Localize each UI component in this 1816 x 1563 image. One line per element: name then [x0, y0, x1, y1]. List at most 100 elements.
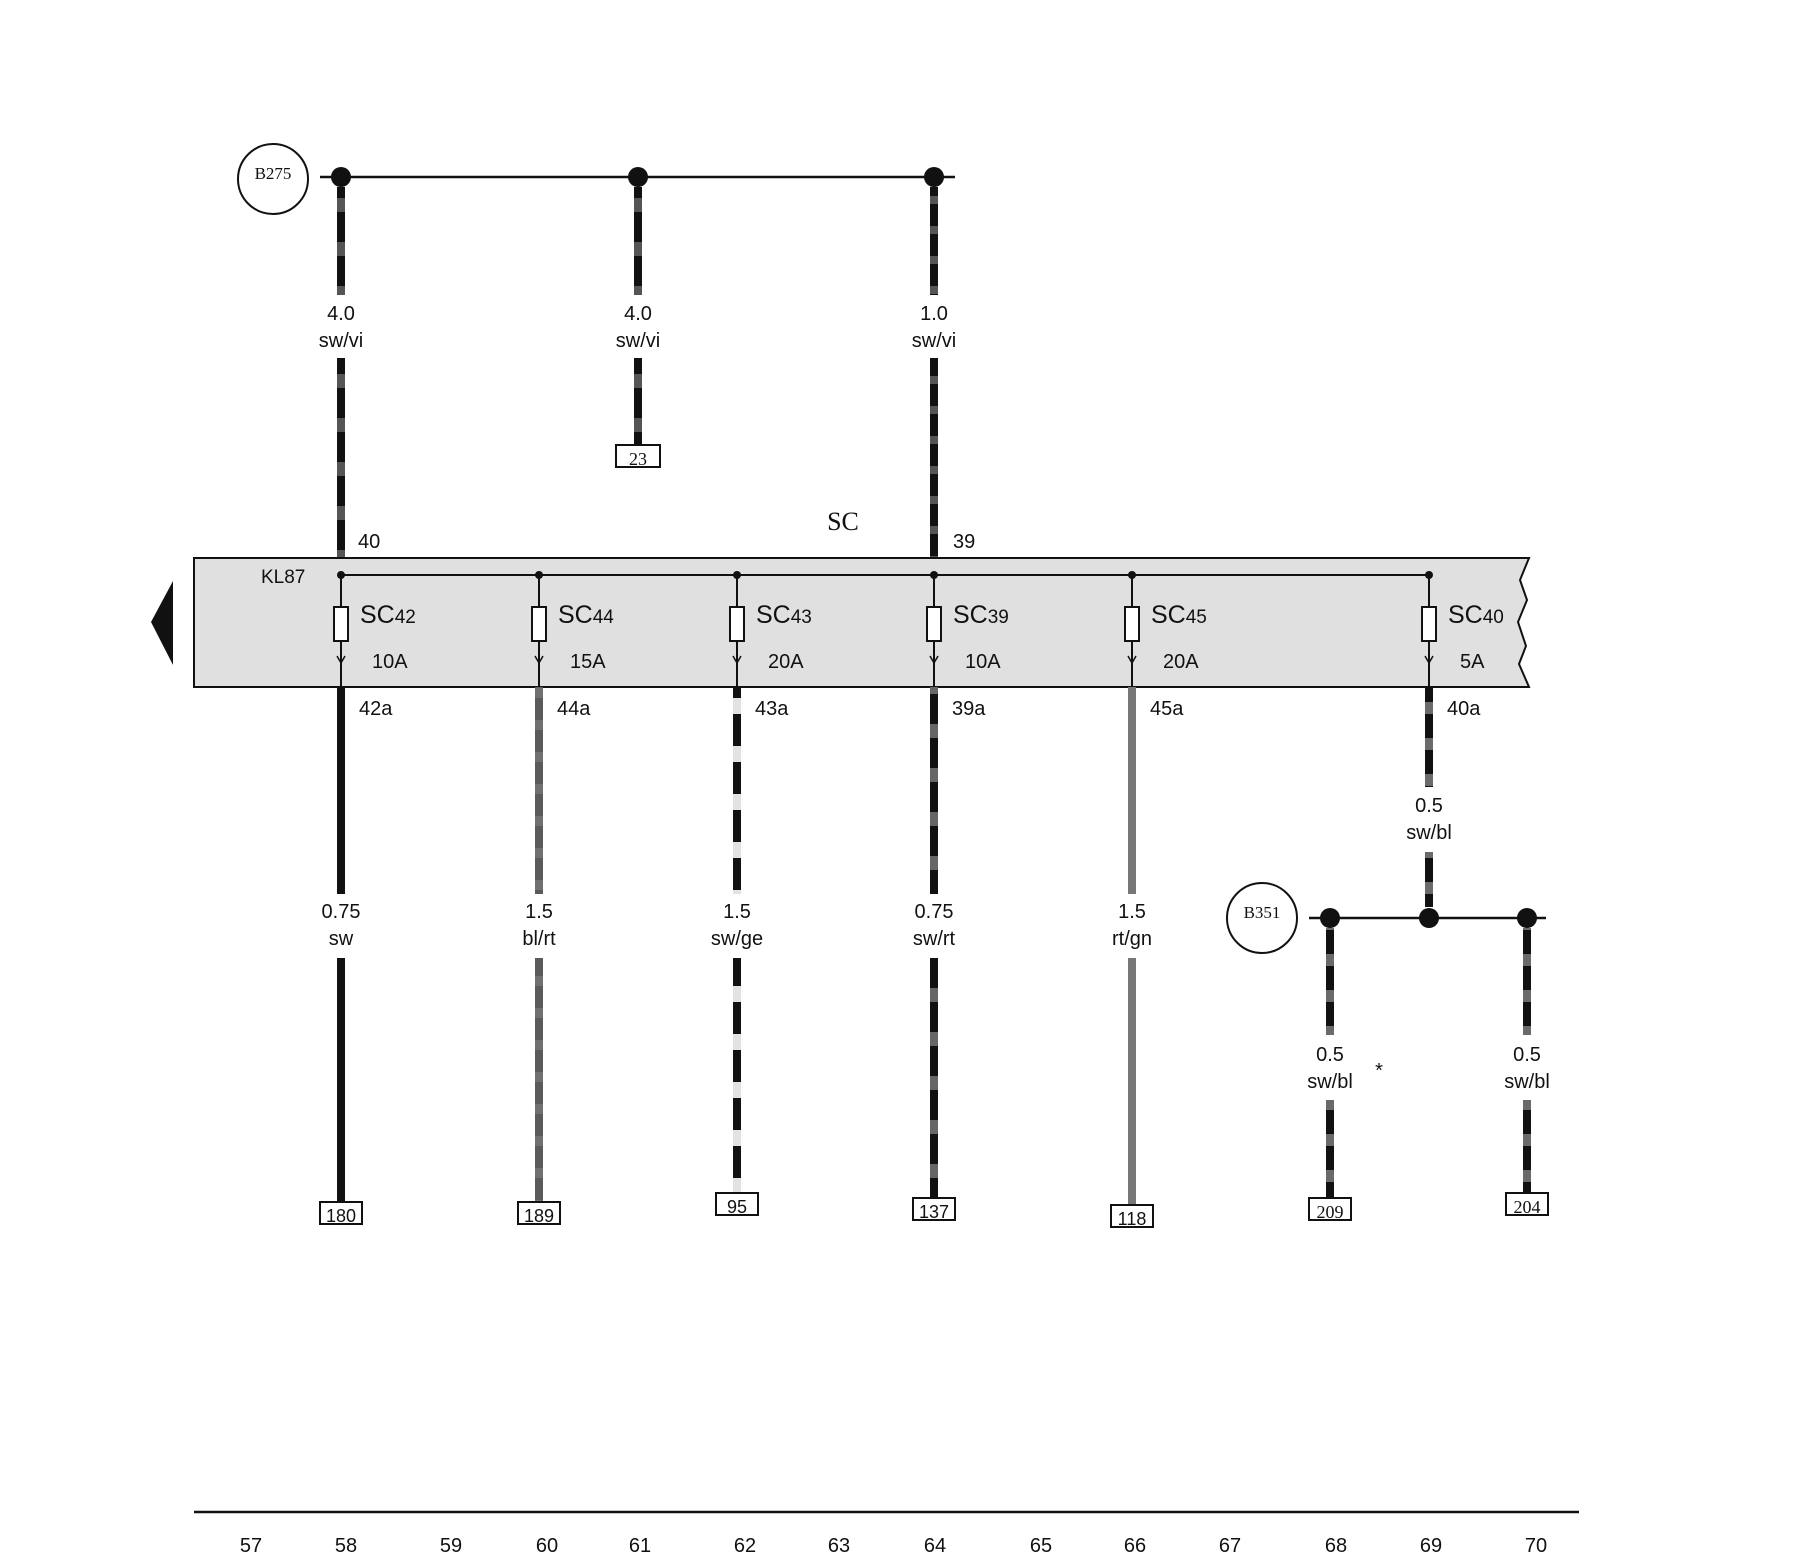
fuse-rating: 10A	[372, 651, 408, 673]
wire-sc40-color: sw/bl	[1406, 822, 1452, 844]
wire-sc40-gauge: 0.5	[1415, 795, 1443, 817]
fuse-rating: 10A	[965, 651, 1001, 673]
fuse-box-title: SC	[827, 507, 859, 536]
top-bus-group: B275 4.0 sw/vi 40 4.0 sw/vi 23 1.0 sw/vi…	[237, 143, 975, 560]
fuse-output-terminal: 39a	[952, 698, 986, 720]
kl87-label: KL87	[261, 567, 305, 588]
b351-connector-circle	[1226, 882, 1298, 954]
wire-top-1-gauge: 4.0	[327, 303, 355, 325]
fuse-rating: 15A	[570, 651, 606, 673]
grid-number: 64	[924, 1535, 946, 1557]
top-bus-node	[331, 167, 351, 187]
fuse-symbol	[531, 606, 547, 642]
wire-top-2-color: sw/vi	[616, 330, 660, 352]
b275-connector-circle	[237, 143, 309, 215]
fuse-rating: 5A	[1460, 651, 1485, 673]
output-wire-gauge: 1.5	[723, 901, 751, 923]
output-wire-gauge: 0.75	[322, 901, 361, 923]
fuse-symbol	[1421, 606, 1437, 642]
fuse-sc39: SC39 10A 39a	[926, 571, 1009, 720]
ref-204: 204	[1514, 1197, 1541, 1217]
ref-number: 189	[524, 1206, 554, 1226]
output-wire-lower	[930, 958, 938, 1198]
fuse-output-terminal: 43a	[755, 698, 789, 720]
output-wire-lower	[337, 958, 345, 1202]
output-wire-upper	[733, 687, 741, 894]
wire-top-1-lower	[337, 358, 345, 560]
output-wire-upper	[535, 687, 543, 894]
fuse-name: SC39	[953, 601, 1009, 629]
fuse-name: SC40	[1448, 601, 1504, 629]
fuse-name: SC45	[1151, 601, 1207, 629]
output-wire-upper	[1128, 687, 1136, 894]
fuse-arrow-icon	[732, 655, 742, 665]
ref-box-204	[1505, 1192, 1549, 1216]
fuse-box-body	[193, 557, 1531, 688]
grid-number: 58	[335, 1535, 357, 1557]
grid-number: 61	[629, 1535, 651, 1557]
wire-top-3-lower	[930, 358, 938, 560]
fuse-sc42: SC42 10A 42a	[333, 571, 416, 720]
ref-box	[1110, 1204, 1154, 1228]
grid-number: 70	[1525, 1535, 1547, 1557]
wire-top-1-upper	[337, 187, 345, 295]
fuse-output-terminal: 45a	[1150, 698, 1184, 720]
ref-box	[912, 1197, 956, 1221]
asterisk-note: *	[1375, 1060, 1383, 1082]
wire-top-2-lower	[634, 358, 642, 444]
fuse-arrow-icon	[1424, 655, 1434, 665]
grid-number: 69	[1420, 1535, 1442, 1557]
ref-box-23	[615, 444, 661, 468]
ref-box	[319, 1201, 363, 1225]
wire-sc40-upper	[1425, 687, 1433, 787]
output-wire-color: bl/rt	[522, 928, 556, 950]
fuse-name: SC42	[360, 601, 416, 629]
wire-b351-left-color: sw/bl	[1307, 1071, 1353, 1093]
fuse-symbol	[1124, 606, 1140, 642]
ref-23: 23	[629, 449, 647, 469]
output-wire-44: 1.5 bl/rt 189	[517, 687, 561, 1226]
grid-number: 63	[828, 1535, 850, 1557]
fuse-output-terminal: 44a	[557, 698, 591, 720]
output-wire-color: rt/gn	[1112, 928, 1152, 950]
wire-top-2-upper	[634, 187, 642, 295]
output-wire-upper	[930, 687, 938, 894]
fuse-arrow-icon	[534, 655, 544, 665]
top-bus-node	[628, 167, 648, 187]
grid-number: 62	[734, 1535, 756, 1557]
lower-bus-node	[1419, 908, 1439, 928]
fuse-symbol	[333, 606, 349, 642]
fuse-output-wires: 0.75sw1801.5bl/rt1891.5sw/ge950.75sw/rt1…	[319, 687, 1154, 1229]
wire-top-3-upper	[930, 187, 938, 295]
grid-number: 65	[1030, 1535, 1052, 1557]
ref-number: 137	[919, 1202, 949, 1222]
fuse-output-terminal: 42a	[359, 698, 393, 720]
lower-bus-node	[1320, 908, 1340, 928]
ref-209: 209	[1317, 1202, 1344, 1222]
fuse-symbol	[729, 606, 745, 642]
fuse-arrow-icon	[1127, 655, 1137, 665]
grid-number: 57	[240, 1535, 262, 1557]
wire-b351-right-gauge: 0.5	[1513, 1044, 1541, 1066]
arrow-left-icon	[151, 581, 173, 665]
wire-top-1-color: sw/vi	[319, 330, 363, 352]
fuse-symbol	[926, 606, 942, 642]
ref-number: 118	[1118, 1209, 1147, 1229]
output-wire-lower	[535, 958, 543, 1202]
grid-number: 66	[1124, 1535, 1146, 1557]
grid-number: 67	[1219, 1535, 1241, 1557]
ref-box	[517, 1201, 561, 1225]
wire-b351-right-color: sw/bl	[1504, 1071, 1550, 1093]
fuse-rating: 20A	[768, 651, 804, 673]
output-wire-lower	[733, 958, 741, 1193]
top-bus-node	[924, 167, 944, 187]
wire-top-3-color: sw/vi	[912, 330, 956, 352]
output-wire-gauge: 1.5	[525, 901, 553, 923]
ref-box-209	[1308, 1197, 1352, 1221]
output-wire-color: sw	[329, 928, 354, 950]
